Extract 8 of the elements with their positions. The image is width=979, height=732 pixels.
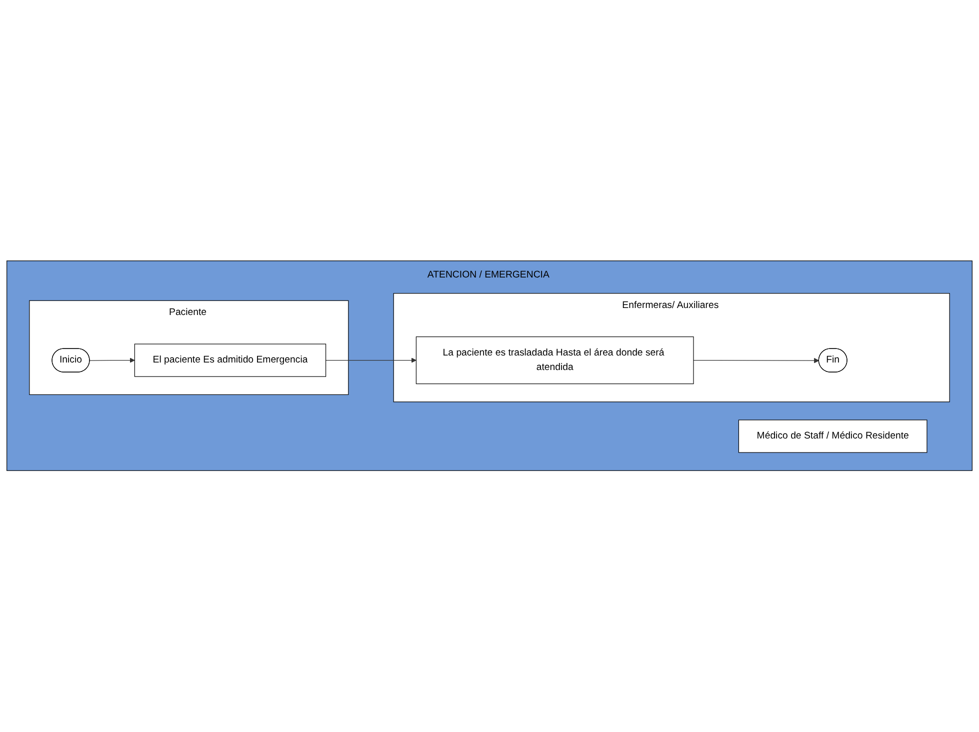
arrow bbox=[325, 358, 416, 364]
node-box bbox=[134, 344, 326, 378]
cluster bbox=[29, 300, 349, 396]
arrow bbox=[89, 358, 135, 364]
arrow bbox=[693, 358, 820, 364]
cluster bbox=[393, 293, 950, 402]
node-box bbox=[416, 336, 694, 384]
node-box bbox=[738, 420, 928, 454]
